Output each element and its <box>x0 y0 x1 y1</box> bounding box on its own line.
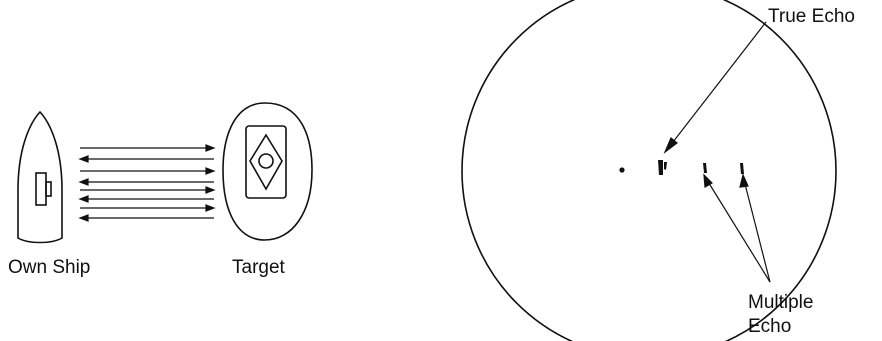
multiple-echo-leader-2 <box>744 180 770 282</box>
multiple-echo-blip-1 <box>703 163 707 173</box>
own-ship-center-dot <box>619 167 624 172</box>
target-mast-circle <box>259 154 273 168</box>
true-echo-leader <box>673 22 766 142</box>
radar-screen <box>462 0 836 341</box>
true-echo-label: True Echo <box>768 6 855 27</box>
own-ship-hull <box>18 112 62 243</box>
radar-pulse-lines <box>80 145 214 221</box>
own-ship-illustration <box>18 112 62 243</box>
leader-lines <box>665 22 770 282</box>
multiple-echo-label-line2: Echo <box>748 316 791 337</box>
multiple-echo-leader-1 <box>707 180 770 282</box>
target-superstructure <box>246 126 286 198</box>
own-ship-label: Own Ship <box>8 257 90 278</box>
own-ship-antenna-scanner <box>46 182 51 196</box>
target-label: Target <box>232 257 286 278</box>
multiple-echo-label-line1: Multiple <box>748 292 813 313</box>
target-deck-diamond <box>250 135 282 189</box>
target-hull <box>223 103 312 240</box>
multiple-echo-leader-2-arrow <box>740 175 748 187</box>
true-echo-blip <box>658 160 667 175</box>
multiple-echo-blip-2 <box>740 163 744 174</box>
target-ship-illustration <box>223 103 312 240</box>
own-ship-antenna-mount <box>36 173 46 205</box>
